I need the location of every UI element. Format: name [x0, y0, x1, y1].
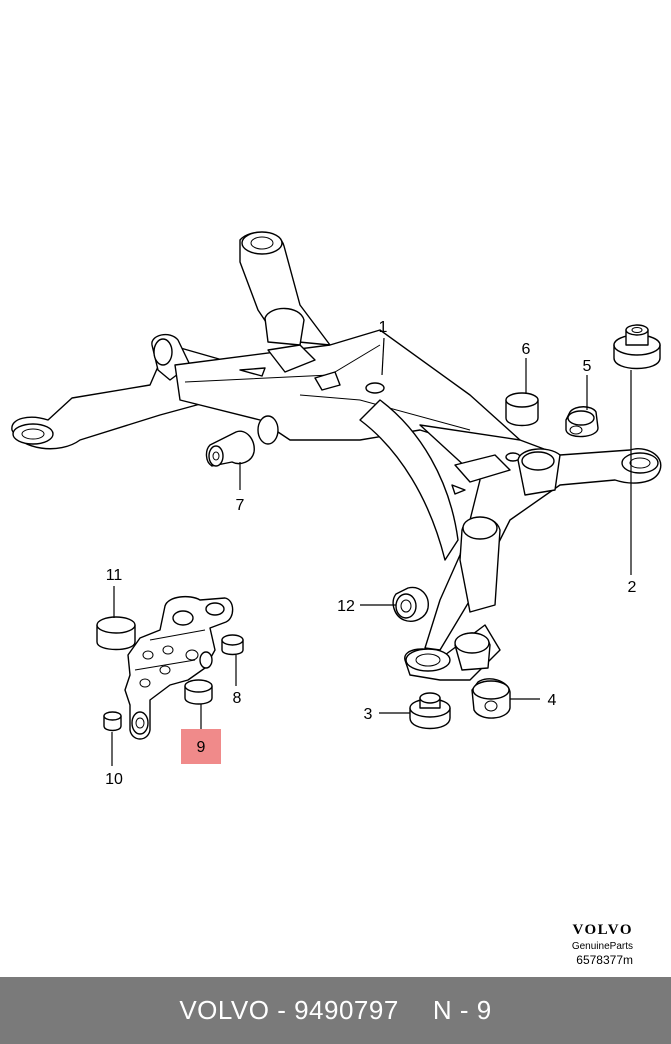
callout-12: 12	[337, 598, 355, 615]
callout-4: 4	[548, 692, 557, 709]
bushing-3	[409, 692, 451, 730]
subframe	[11, 231, 662, 681]
bushing-8	[221, 634, 244, 656]
callout-11: 11	[106, 567, 123, 584]
brand-subtitle: GenuineParts	[571, 941, 633, 952]
callout-9: 9	[197, 739, 206, 756]
bushing-10	[103, 711, 122, 732]
callout-7: 7	[236, 497, 245, 514]
position-label: N - 9	[432, 995, 492, 1025]
brand-block: VOLVO GenuineParts 6578377m	[572, 922, 633, 967]
callout-2: 2	[628, 579, 637, 596]
callout-labels: 1 2 3 4 5 6 7 8 9 10 11 12	[105, 319, 636, 788]
callout-6: 6	[522, 341, 531, 358]
callout-10: 10	[105, 771, 123, 788]
bushing-2	[613, 324, 661, 370]
footer-bar: VOLVO - 9490797 N - 9	[0, 977, 671, 1044]
highlight-box	[181, 729, 221, 764]
part-number-label: VOLVO - 9490797	[179, 995, 399, 1025]
diagram-code: 6578377m	[576, 953, 633, 967]
exploded-parts-diagram: 1 2 3 4 5 6 7 8 9 10 11 12	[11, 231, 662, 788]
bushing-9	[184, 679, 213, 705]
callout-5: 5	[583, 358, 592, 375]
bushing-11	[96, 616, 136, 651]
bushing-6	[505, 392, 539, 427]
callout-3: 3	[364, 706, 373, 723]
callout-8: 8	[233, 690, 242, 707]
bushing-4	[471, 678, 511, 719]
bushing-12	[392, 586, 429, 622]
callout-1: 1	[379, 319, 388, 336]
bushing-7	[205, 430, 255, 467]
brand-logo: VOLVO	[572, 922, 633, 938]
leader-lines	[111, 337, 632, 766]
bushing-5	[565, 406, 599, 438]
knuckle	[124, 595, 234, 740]
